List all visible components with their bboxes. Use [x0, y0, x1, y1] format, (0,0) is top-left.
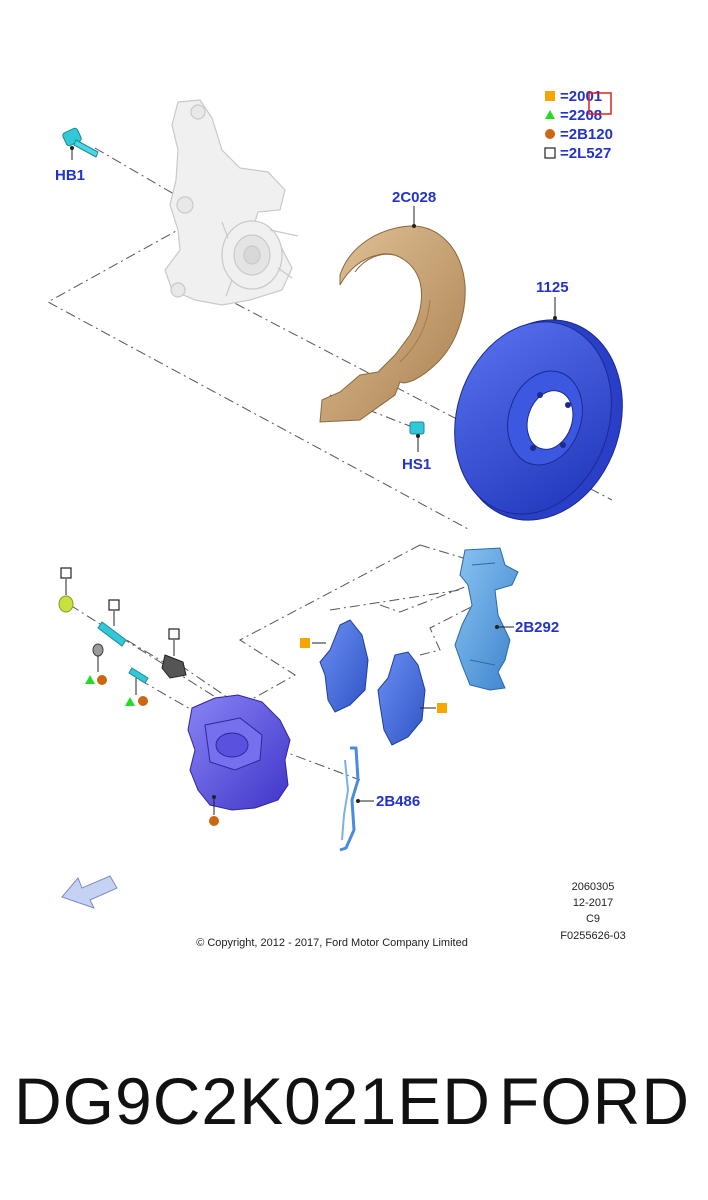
caliper-circle-marker-icon	[209, 816, 219, 826]
legend-square-icon	[545, 91, 555, 101]
anti-rattle-spring	[339, 746, 374, 852]
highlight-box	[588, 92, 612, 115]
orientation-arrow-icon	[61, 875, 118, 909]
brake-pad-inner	[377, 651, 447, 746]
legend-open-square-icon	[544, 147, 556, 159]
callout-hb1: HB1	[55, 167, 85, 184]
legend-circle-icon	[545, 129, 555, 139]
callout-hs1: HS1	[402, 456, 431, 473]
meta-variant: C9	[586, 913, 600, 925]
steering-knuckle	[164, 99, 299, 306]
brand-name: FORD	[499, 1064, 690, 1138]
pad-square-marker-icon-2	[437, 703, 447, 713]
pad-square-marker-icon	[300, 638, 310, 648]
callout-2b292: 2B292	[515, 619, 559, 636]
hw-open-square-icon-1	[60, 567, 72, 579]
hw-circle-icon-1	[97, 675, 107, 685]
figure-meta: 2060305 12-2017 C9 F0255626-03	[560, 881, 625, 942]
caliper-bracket: 2B292	[454, 547, 559, 691]
part-number: DG9C2K021ED	[14, 1064, 491, 1138]
legend-triangle-icon	[545, 110, 555, 119]
callout-1125: 1125	[536, 279, 569, 296]
callout-2b486: 2B486	[376, 793, 420, 810]
copyright-text: © Copyright, 2012 - 2017, Ford Motor Com…	[196, 937, 468, 949]
meta-date: 12-2017	[573, 897, 613, 909]
hw-open-square-icon-3	[168, 628, 180, 640]
legend-label-2001: =2001	[560, 88, 602, 105]
hw-circle-icon-2	[138, 696, 148, 706]
legend-label-2b120: =2B120	[560, 126, 613, 143]
shield-bolt-hs1: HS1	[402, 421, 431, 473]
brake-caliper	[187, 694, 291, 826]
legend-label-2l527: =2L527	[560, 145, 611, 162]
dust-shield: 2C028	[319, 189, 466, 423]
caliper-hardware	[58, 567, 187, 706]
hub-bolt-hb1: HB1	[55, 127, 99, 184]
hw-triangle-icon-1	[85, 675, 95, 684]
legend: =2001 =2208 =2B120 =2L527	[544, 88, 613, 162]
callout-2c028: 2C028	[392, 189, 436, 206]
meta-code: 2060305	[572, 881, 615, 893]
meta-figure-id: F0255626-03	[560, 930, 625, 942]
hw-open-square-icon-2	[108, 599, 120, 611]
brake-pad-outer	[300, 619, 369, 713]
hw-triangle-icon-2	[125, 697, 135, 706]
legend-label-2208: =2208	[560, 107, 602, 124]
brake-disc: 1125	[454, 279, 623, 521]
